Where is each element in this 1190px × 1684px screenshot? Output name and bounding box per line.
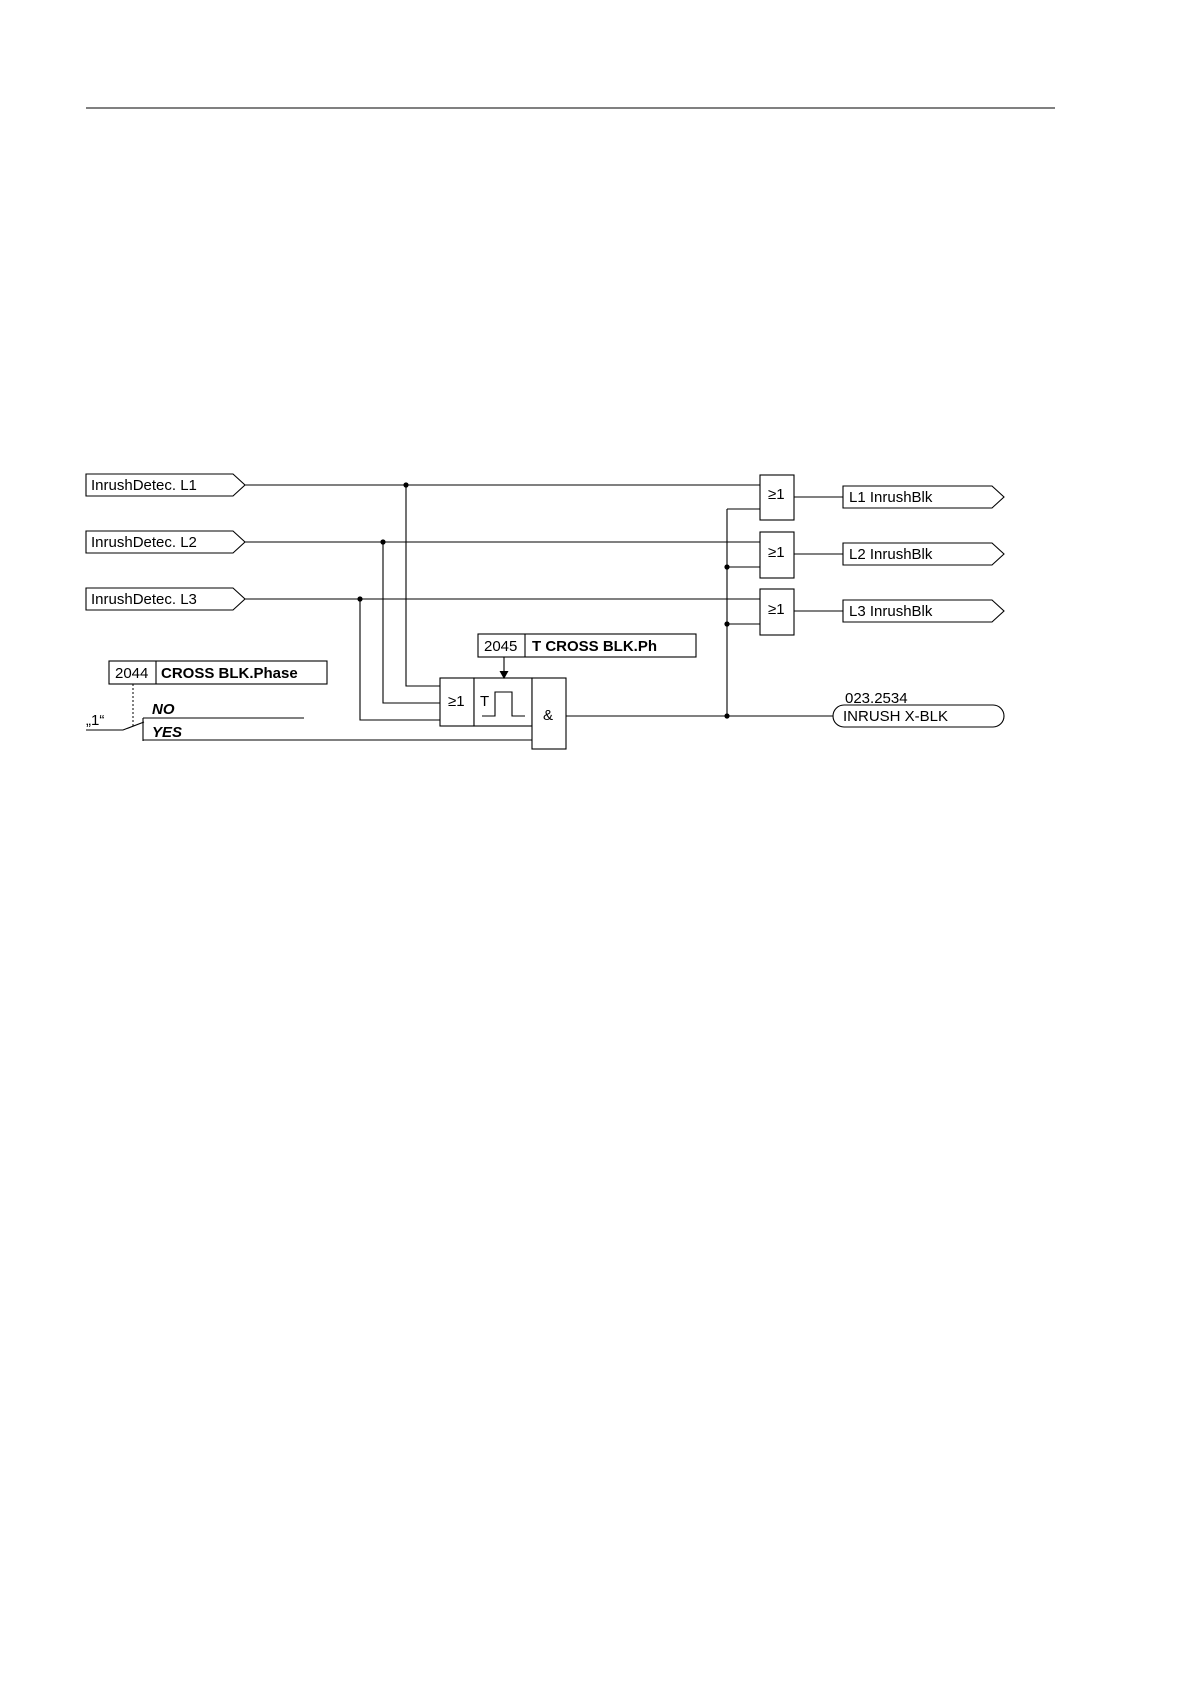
input-label-l3: InrushDetec. L3 <box>91 591 197 608</box>
junction-dot <box>403 482 408 487</box>
input-label-l1: InrushDetec. L1 <box>91 477 197 494</box>
param-2044-number: 2044 <box>115 665 148 682</box>
or-gate-combine-label: ≥1 <box>448 693 465 710</box>
junction-dot <box>724 621 729 626</box>
output-flag-l2: L2 InrushBlk <box>843 543 1004 565</box>
param-2045-number: 2045 <box>484 638 517 655</box>
output-label-l2: L2 InrushBlk <box>849 546 933 563</box>
or-gate-l2-label: ≥1 <box>768 544 785 561</box>
output-label-l1: L1 InrushBlk <box>849 489 933 506</box>
input-flag-l3: InrushDetec. L3 <box>86 588 245 610</box>
output-label-l3: L3 InrushBlk <box>849 603 933 620</box>
or-gate-l1-label: ≥1 <box>768 486 785 503</box>
constant-one-label: „1“ <box>86 712 104 729</box>
wire-branch-l2 <box>383 542 440 703</box>
junction-dot <box>724 564 729 569</box>
junction-dot <box>380 539 385 544</box>
wire-branch-l1 <box>406 485 440 686</box>
output-flag-l3: L3 InrushBlk <box>843 600 1004 622</box>
input-flag-l1: InrushDetec. L1 <box>86 474 245 496</box>
and-gate-label: & <box>543 707 553 724</box>
param-2044-name: CROSS BLK.Phase <box>161 665 298 682</box>
or-gate-l3-label: ≥1 <box>768 601 785 618</box>
timer-label: T <box>480 693 489 710</box>
input-label-l2: InrushDetec. L2 <box>91 534 197 551</box>
switch-no-label: NO <box>152 701 175 718</box>
switch-yes-label: YES <box>152 724 182 741</box>
param-2045-name: T CROSS BLK.Ph <box>532 638 657 655</box>
output-flag-l1: L1 InrushBlk <box>843 486 1004 508</box>
output-label-xblk: INRUSH X-BLK <box>843 708 948 725</box>
wire-branch-l3 <box>360 599 440 720</box>
input-flag-l2: InrushDetec. L2 <box>86 531 245 553</box>
junction-dot <box>357 596 362 601</box>
